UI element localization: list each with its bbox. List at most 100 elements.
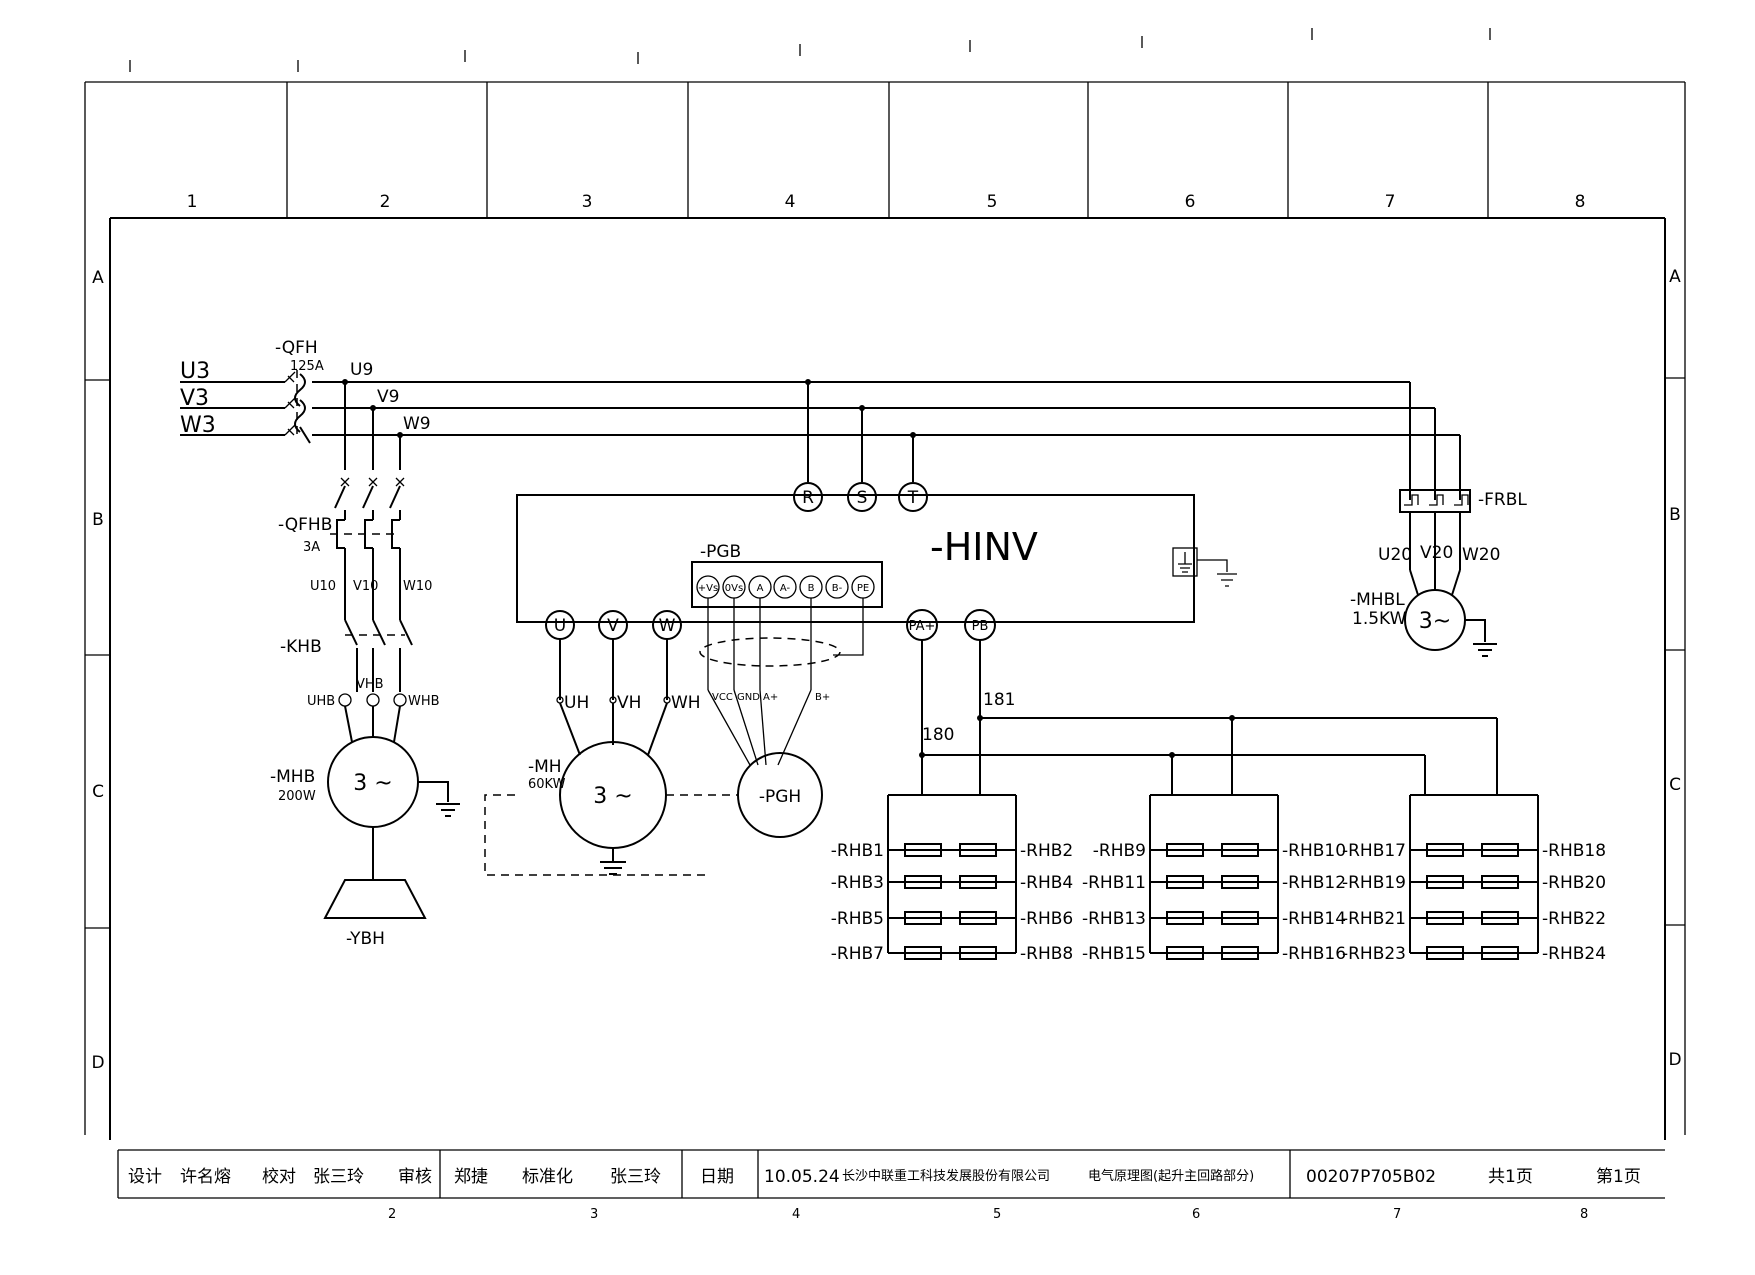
resistor-label: -RHB20 (1542, 873, 1606, 893)
inverter-input-terminal: S (857, 488, 868, 508)
resistor (1426, 911, 1464, 925)
reviewer-name: 郑捷 (454, 1167, 488, 1187)
resistor (1426, 946, 1464, 960)
encoder-terminal: B- (832, 583, 843, 594)
date-label: 日期 (700, 1167, 734, 1187)
resistor-label: -RHB12 (1282, 873, 1346, 893)
bus-label: W9 (403, 414, 431, 434)
brake-resistor-circuit: 181 180 -RHB1-RHB2-RHB3-RHB4-RHB5-RHB6-R… (831, 640, 1606, 964)
resistor (1481, 875, 1519, 889)
encoder-terminal: A- (780, 583, 791, 594)
supply-input-label: W3 (180, 413, 216, 438)
brake-motor-label: -MHB (270, 767, 315, 787)
supply-input-label: V3 (180, 386, 209, 411)
resistor (1481, 843, 1519, 857)
supply-input-label: U3 (180, 359, 210, 384)
fan-branch: -FRBL U20 V20 W20 3~ -MHBL 1.5KW (1350, 489, 1527, 657)
column-label: 3 (590, 1207, 598, 1222)
resistor-label: -RHB11 (1082, 873, 1146, 893)
column-label: 4 (792, 1207, 800, 1222)
resistor-label: -RHB21 (1342, 909, 1406, 929)
row-label: A (92, 268, 104, 288)
review-label: 审核 (398, 1167, 432, 1187)
brake-label: -YBH (346, 929, 385, 949)
resistor-label: -RHB13 (1082, 909, 1146, 929)
dc-terminal: PA+ (909, 619, 936, 634)
fan-motor-power: 1.5KW (1352, 609, 1407, 629)
resistor-label: -RHB22 (1542, 909, 1606, 929)
main-breaker-label: -QFH (275, 338, 318, 358)
encoder-terminal: B (808, 583, 815, 594)
column-label: 4 (785, 192, 796, 212)
checker-name: 张三玲 (313, 1167, 364, 1187)
fan-output-label: U20 (1378, 545, 1412, 565)
row-label: A (1669, 267, 1681, 287)
resistor (959, 911, 997, 925)
resistor (904, 875, 942, 889)
resistor-label: -RHB3 (831, 873, 884, 893)
bus-label: U9 (350, 360, 373, 380)
brake-motor-symbol: 3 ~ (353, 771, 392, 796)
encoder-card-label: -PGB (700, 542, 741, 562)
resistor-label: -RHB4 (1020, 873, 1073, 893)
resistor-label: -RHB8 (1020, 944, 1073, 964)
wire-number: 180 (922, 725, 954, 745)
resistor-label: -RHB7 (831, 944, 884, 964)
resistor-label: -RHB6 (1020, 909, 1073, 929)
resistor-label: -RHB18 (1542, 841, 1606, 861)
column-label: 2 (388, 1207, 396, 1222)
encoder-terminal: A (757, 583, 764, 594)
resistor (1426, 875, 1464, 889)
brake-breaker-output: V10 (353, 579, 378, 594)
resistor (1221, 843, 1259, 857)
motor-lead-label: WH (671, 693, 701, 713)
contactor-output: WHB (408, 694, 440, 709)
row-label: C (1669, 775, 1681, 795)
column-label: 2 (380, 192, 391, 212)
brake-breaker-rating: 3A (303, 540, 320, 555)
resistor-label: -RHB5 (831, 909, 884, 929)
fan-motor-label: -MHBL (1350, 590, 1405, 610)
motor-encoder-circle (737, 752, 823, 838)
resistor-groups: -RHB1-RHB2-RHB3-RHB4-RHB5-RHB6-RHB7-RHB8… (831, 794, 1606, 964)
row-labels: A B C D A B C D (91, 267, 1681, 1073)
resistor-label: -RHB23 (1342, 944, 1406, 964)
column-label: 8 (1575, 192, 1586, 212)
encoder-wire-label: A+ (763, 692, 778, 703)
inverter-output-terminal: V (607, 616, 619, 636)
encoder-wire-label: B+ (815, 692, 830, 703)
encoder-card-box (691, 561, 883, 608)
main-motor: UH VH WH 3 ~ -MH 60KW -PGH (484, 639, 823, 876)
resistor-label: -RHB14 (1282, 909, 1346, 929)
resistor-label: -RHB16 (1282, 944, 1346, 964)
column-label: 6 (1185, 192, 1196, 212)
motor-lead-label: VH (617, 693, 641, 713)
column-label: 6 (1192, 1207, 1200, 1222)
row-label: B (1669, 505, 1681, 525)
encoder-wire-label: VCC (712, 692, 733, 703)
brake-breaker-label: -QFHB (278, 515, 332, 535)
design-label: 设计 (128, 1167, 162, 1187)
encoder-terminal: +Vs (698, 583, 718, 594)
inverter-block: -HINV R S T U V W PA+ PB -PGB (516, 482, 1237, 766)
drawing-number: 00207P705B02 (1306, 1167, 1436, 1187)
resistor (1166, 911, 1204, 925)
brake-breaker-output: W10 (403, 579, 432, 594)
fan-output-label: W20 (1462, 545, 1500, 565)
resistor (1221, 911, 1259, 925)
brake-branch: -QFHB 3A U10 V10 W10 -KHB UHB VHB WHB 3 … (270, 477, 460, 949)
company-name: 长沙中联重工科技发展股份有限公司 (842, 1168, 1050, 1184)
resistor-label: -RHB24 (1542, 944, 1606, 964)
title-block: 设计 许名熔 校对 张三玲 审核 郑捷 标准化 张三玲 日期 10.05.24 … (117, 1149, 1665, 1222)
drawing-frame (84, 28, 1686, 1140)
resistor (959, 843, 997, 857)
date-value: 10.05.24 (764, 1167, 840, 1187)
row-label: D (1668, 1050, 1681, 1070)
main-breaker-symbol (284, 370, 311, 444)
inverter-input-terminal: T (907, 488, 919, 508)
row-label: C (92, 782, 104, 802)
inverter-input-terminal: R (802, 488, 814, 508)
column-label: 3 (582, 192, 593, 212)
resistor-group: -RHB9-RHB10-RHB11-RHB12-RHB13-RHB14-RHB1… (1082, 794, 1346, 964)
